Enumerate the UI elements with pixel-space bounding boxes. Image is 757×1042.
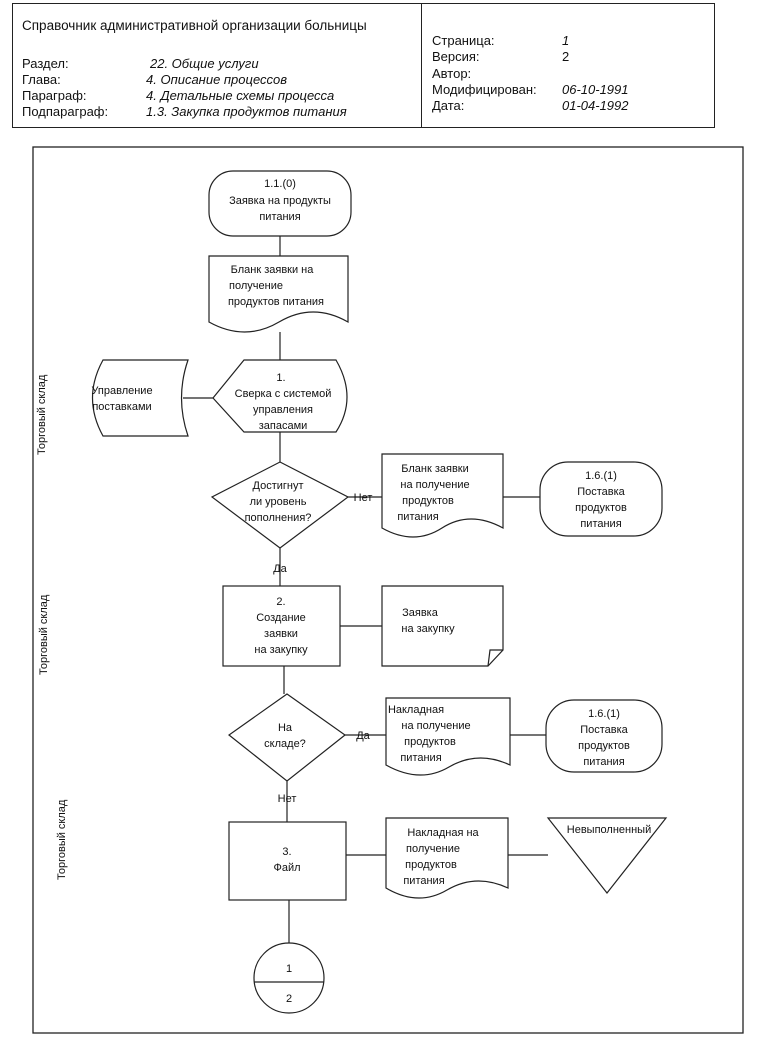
doc1-line-3: продуктов питания [228,296,324,308]
invoice2-line-1: Накладная на [407,827,479,839]
invoice2-line-3: продуктов [405,859,457,871]
terminal1-line-1: Поставка [577,486,625,498]
lane-label-1: Торговый склад [36,374,48,455]
date-label: Дата: [432,98,465,113]
invoice-line-4: питания [400,752,441,764]
supply-management-storage [91,359,189,437]
invoice-document [385,697,511,776]
version-label: Версия: [432,49,480,64]
terminal1-code: 1.6.(1) [585,470,617,482]
start-line-1: Заявка на продукты [229,195,331,207]
check-line-1: Сверка с системой [235,388,332,400]
header-divider [421,4,422,127]
edge-label-yes-1: Да [273,563,287,575]
terminal2-code: 1.6.(1) [588,708,620,720]
modified-label: Модифицирован: [432,82,537,97]
author-label: Автор: [432,66,472,81]
chapter-label: Глава: [22,72,61,87]
terminal2-line-1: Поставка [580,724,628,736]
file-code: 3. [282,846,291,858]
check-code: 1. [276,372,285,384]
terminal2-line-2: продуктов [578,740,630,752]
lane-label-3: Торговый склад [56,799,68,880]
invoice-document-2 [385,817,509,899]
invoice-line-2: на получение [401,720,470,732]
section-label: Раздел: [22,56,69,71]
check-inventory-display [212,359,348,433]
create-line-2: заявки [264,628,298,640]
subparagraph-label: Подпараграф: [22,104,109,119]
connector-top-number: 1 [286,963,292,975]
supply-mgmt-line-1: Управление [91,385,152,397]
edge-label-no-2: Нет [278,793,297,805]
order-doc-line-1: Заявка [402,607,439,619]
lane-label-2: Торговый склад [38,594,50,675]
terminal1-line-2: продуктов [575,502,627,514]
terminal1-line-3: питания [580,518,621,530]
version-value: 2 [562,49,570,64]
create-code: 2. [276,596,285,608]
modified-value: 06-10-1991 [562,82,629,97]
invoice2-line-4: питания [403,875,444,887]
create-line-3: на закупку [254,644,308,656]
doc2-line-3: продуктов [402,495,454,507]
check-line-2: управления [253,404,313,416]
purchase-order-fold [487,649,503,667]
start-code: 1.1.(0) [264,178,296,190]
check-line-3: запасами [259,420,308,432]
date-value: 01-04-1992 [562,98,629,113]
supply-terminal-1 [539,461,663,537]
diagram-frame [32,146,744,1034]
doc1-line-1: Бланк заявки на [231,264,315,276]
start-line-2: питания [259,211,300,223]
doc1-line-2: получение [229,280,283,292]
page-value: 1 [562,33,570,48]
start-terminal [208,170,352,237]
page-connector-circle [253,942,325,1014]
decision2-line-2: складе? [264,738,306,750]
supply-mgmt-line-2: поставками [92,401,151,413]
doc2-line-2: на получение [400,479,469,491]
unfulfilled-label: Невыполненный [567,824,651,836]
decision-in-stock [227,693,347,782]
subparagraph-value: 1.3. Закупка продуктов питания [146,104,347,119]
decision2-line-1: На [278,722,293,734]
decision1-line-2: ли уровень [250,496,307,508]
create-line-1: Создание [256,612,306,624]
file-process [228,821,347,901]
document-header: Справочник административной организации … [12,3,715,128]
doc2-line-4: питания [397,511,438,523]
paragraph-label: Параграф: [22,88,87,103]
section-value: 22. Общие услуги [150,56,259,71]
file-line-1: Файл [273,862,300,874]
page-label: Страница: [432,33,495,48]
invoice-line-1: Накладная [388,704,444,716]
edge-label-no-1: Нет [354,492,373,504]
invoice-line-3: продуктов [404,736,456,748]
request-form-document-2 [381,453,504,538]
purchase-order-document [381,585,504,667]
unfulfilled-triangle [546,817,668,894]
chapter-value: 4. Описание процессов [146,72,288,87]
paragraph-value: 4. Детальные схемы процесса [146,88,335,103]
supply-terminal-2 [545,699,663,773]
invoice2-line-2: получение [406,843,460,855]
request-form-document [208,255,349,333]
terminal2-line-3: питания [583,756,624,768]
decision1-line-1: Достигнут [253,480,304,492]
edge-label-yes-2: Да [356,730,370,742]
decision-replenishment-level [210,461,350,549]
header-title: Справочник административной организации … [22,18,367,33]
decision1-line-3: пополнения? [245,512,312,524]
doc2-line-1: Бланк заявки [401,463,469,475]
create-order-process [222,585,341,667]
order-doc-line-2: на закупку [401,623,455,635]
connector-bottom-number: 2 [286,993,292,1005]
